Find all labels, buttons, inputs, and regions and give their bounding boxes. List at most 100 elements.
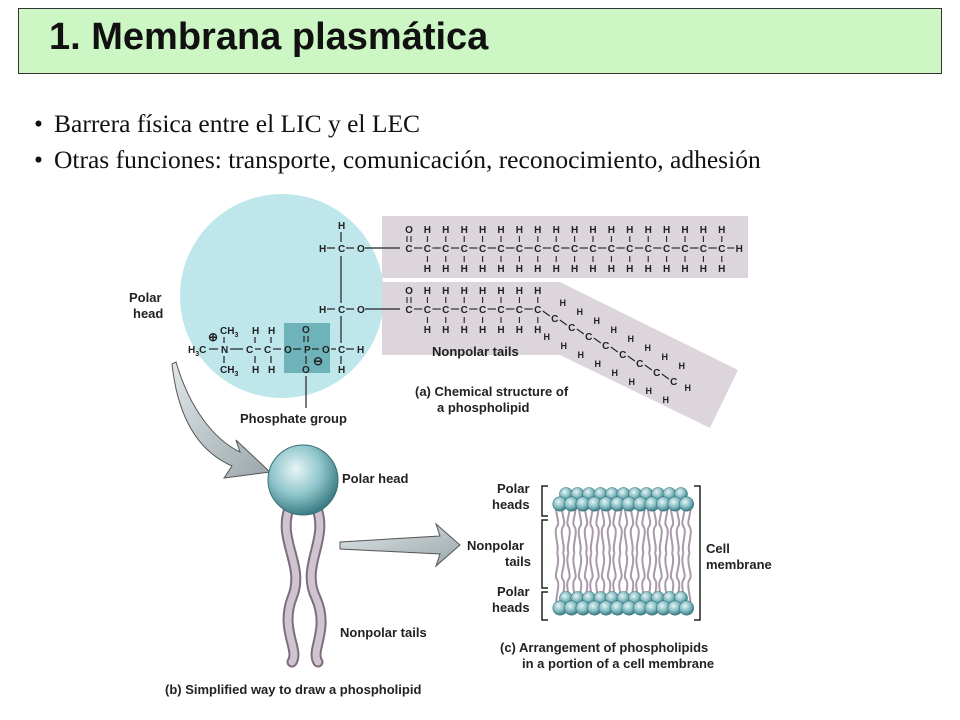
atom-glyph: C	[663, 244, 670, 255]
tail-band-kinked	[382, 282, 738, 428]
atom-glyph: C	[568, 323, 575, 334]
caption-b: (b) Simplified way to draw a phospholipi…	[165, 682, 421, 697]
atom-glyph: H	[681, 264, 688, 275]
nonpolar-tails-c-label: tails	[505, 554, 531, 569]
atom-glyph: H	[479, 264, 486, 275]
saturated-tail-chain: COCHHCHHCHHCHHCHHCHHCHHCHHCHHCHHCHHCHHCH…	[405, 225, 743, 275]
svg-text:H: H	[268, 326, 275, 337]
svg-text:O: O	[302, 365, 310, 376]
atom-glyph: H	[645, 264, 652, 275]
svg-text:C: C	[338, 244, 345, 255]
bullet-text: Otras funciones: transporte, comunicació…	[54, 145, 761, 174]
atom-glyph: H	[629, 377, 636, 387]
atom-glyph: H	[589, 264, 596, 275]
atom-glyph: H	[461, 225, 468, 236]
atom-glyph: H	[424, 264, 431, 275]
atom-glyph: C	[551, 314, 558, 325]
atom-glyph: H	[571, 225, 578, 236]
atom-glyph: C	[681, 244, 688, 255]
bond-line	[644, 364, 653, 371]
atom-glyph: C	[497, 305, 504, 316]
atom-glyph: H	[553, 225, 560, 236]
caption-a: a phospholipid	[437, 400, 529, 415]
atom-glyph: C	[636, 359, 643, 370]
atom-glyph: H	[646, 386, 653, 396]
atom-glyph: C	[424, 305, 431, 316]
atom-glyph: H	[718, 225, 725, 236]
atom-glyph: H	[516, 325, 523, 336]
bilayer-tail	[687, 552, 692, 607]
atom-glyph: C	[461, 305, 468, 316]
atom-glyph: H	[516, 286, 523, 297]
atom-glyph: H	[479, 286, 486, 297]
atom-glyph: H	[577, 307, 584, 317]
atom-glyph: H	[645, 225, 652, 236]
atom-glyph: H	[612, 368, 619, 378]
atom-glyph: H	[534, 286, 541, 297]
atom-glyph: C	[670, 377, 677, 388]
atom-glyph: C	[461, 244, 468, 255]
atom-glyph: C	[608, 244, 615, 255]
atom-glyph: C	[626, 244, 633, 255]
atom-glyph: C	[424, 244, 431, 255]
atom-glyph: H	[442, 325, 449, 336]
atom-glyph: H	[589, 225, 596, 236]
polar-head-label-b: Polar head	[342, 471, 409, 486]
atom-glyph: H	[608, 264, 615, 275]
atom-glyph: H	[461, 264, 468, 275]
simplified-phospholipid: Polar head Nonpolar tails (b) Simplified…	[165, 444, 427, 697]
svg-text:C: C	[338, 345, 345, 356]
svg-text:⊕: ⊕	[208, 330, 218, 344]
atom-glyph: H	[662, 352, 669, 362]
svg-text:CH3: CH3	[220, 365, 238, 378]
atom-glyph: H	[424, 225, 431, 236]
nonpolar-tails-label-b: Nonpolar tails	[340, 625, 427, 640]
svg-text:H3C: H3C	[188, 345, 206, 358]
title-banner: 1. Membrana plasmática	[18, 8, 942, 74]
atom-glyph: H	[553, 264, 560, 275]
atom-glyph: C	[442, 305, 449, 316]
atom-glyph: H	[534, 264, 541, 275]
atom-glyph: H	[516, 264, 523, 275]
arrow-a-to-b	[171, 361, 272, 479]
atom-glyph: H	[685, 383, 692, 393]
atom-glyph: H	[700, 225, 707, 236]
polar-head-region	[180, 194, 384, 398]
atom-glyph: H	[736, 244, 743, 255]
atom-glyph: H	[424, 325, 431, 336]
atom-glyph: C	[571, 244, 578, 255]
atom-glyph: H	[461, 325, 468, 336]
atom-glyph: H	[442, 225, 449, 236]
svg-text:C: C	[338, 305, 345, 316]
atom-glyph: H	[544, 332, 551, 342]
atom-glyph: C	[645, 244, 652, 255]
bilayer-head	[678, 600, 694, 616]
atom-glyph: H	[571, 264, 578, 275]
atom-glyph: H	[608, 225, 615, 236]
phosphate-box	[284, 323, 330, 373]
atom-glyph: H	[534, 225, 541, 236]
atom-glyph: C	[405, 244, 412, 255]
unsaturated-tail-chain: COCHHCHHCHHCHHCHHCHHCHHCHHCHHCHHCHHCHHCH…	[405, 286, 691, 405]
bond-line	[593, 337, 602, 344]
atom-glyph: H	[681, 225, 688, 236]
atom-glyph: C	[497, 244, 504, 255]
caption-c: (c) Arrangement of phospholipids	[500, 640, 708, 655]
bond-line	[559, 319, 568, 326]
atom-glyph: H	[461, 286, 468, 297]
atom-glyph: H	[497, 325, 504, 336]
atom-glyph: H	[663, 264, 670, 275]
svg-text:H: H	[252, 365, 259, 376]
atom-glyph: H	[442, 286, 449, 297]
arrow-b-to-c	[339, 522, 461, 568]
cell-membrane-label: Cell	[706, 541, 730, 556]
atom-glyph: H	[534, 325, 541, 336]
tail-band-saturated	[382, 216, 748, 278]
atom-glyph: H	[700, 264, 707, 275]
caption-a: (a) Chemical structure of	[415, 384, 569, 399]
atom-glyph: H	[595, 359, 602, 369]
svg-text:N: N	[221, 345, 228, 356]
svg-text:H: H	[319, 244, 326, 255]
svg-text:O: O	[357, 244, 365, 255]
